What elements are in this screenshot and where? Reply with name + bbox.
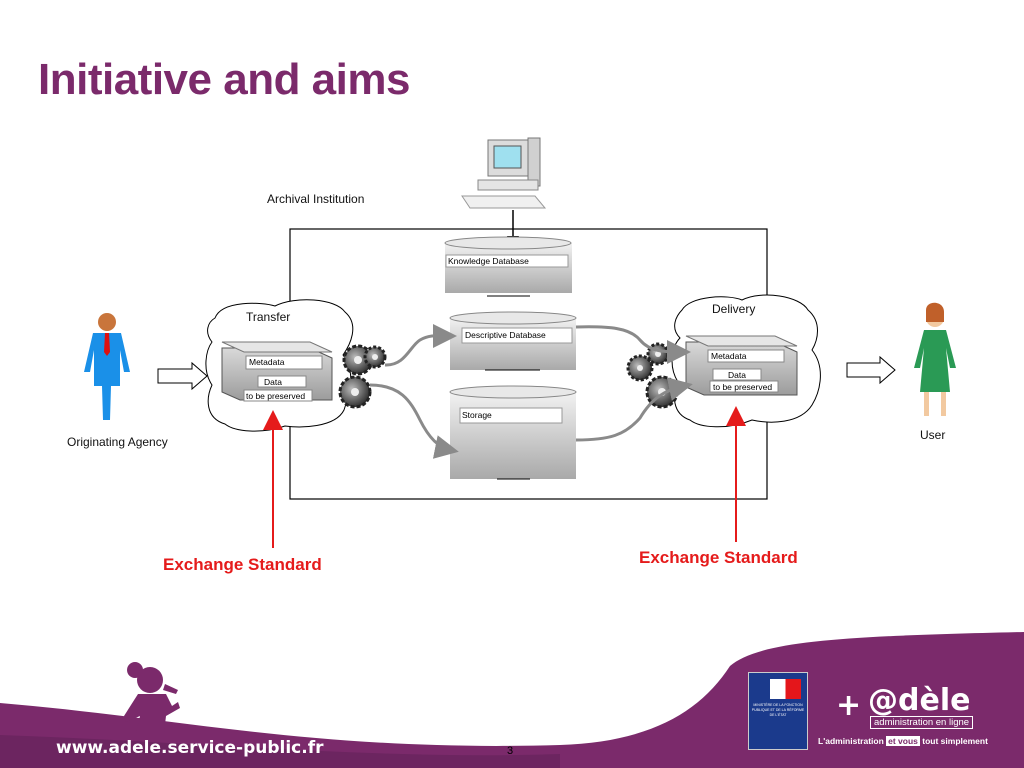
ministry-logo: MINISTÈRE DE LA FONCTION PUBLIQUE ET DE … (748, 672, 808, 750)
exchange-standard-left: Exchange Standard (163, 555, 322, 574)
transfer-data-label: Data (264, 377, 282, 387)
knowledge-database (444, 236, 572, 297)
delivery-package (685, 335, 798, 396)
french-flag-icon (755, 679, 801, 699)
tagline-highlight: et vous (886, 736, 920, 746)
tagline-start: L'administration (818, 736, 887, 746)
user-label: User (920, 428, 946, 442)
exchange-standard-right: Exchange Standard (639, 548, 798, 567)
descriptive-database (449, 311, 577, 371)
knowledge-database-label: Knowledge Database (448, 256, 529, 266)
adele-logo: @dèle (868, 683, 971, 718)
adele-plus: + (836, 688, 862, 723)
delivery-preserved-label: to be preserved (713, 382, 773, 392)
page-number: 3 (507, 745, 514, 757)
storage-database (449, 385, 577, 480)
originating-agency-label: Originating Agency (67, 435, 168, 449)
computer-icon (461, 137, 547, 209)
flow-from-descriptive (575, 325, 691, 364)
archival-institution-label: Archival Institution (267, 192, 365, 206)
flow-to-storage (369, 383, 459, 459)
originating-agency-person-icon (84, 313, 130, 420)
delivery-metadata-label: Metadata (711, 351, 747, 361)
adele-mascot-icon (124, 662, 180, 733)
slide-title: Initiative and aims (38, 55, 410, 104)
arrow-delivery-to-user (846, 355, 896, 385)
transfer-preserved-label: to be preserved (246, 391, 306, 401)
delivery-data-label: Data (728, 370, 746, 380)
tagline-end: tout simplement (919, 736, 988, 746)
delivery-label: Delivery (712, 302, 756, 316)
delivery-gears-icon (626, 342, 679, 409)
descriptive-database-label: Descriptive Database (465, 330, 546, 340)
transfer-gears-icon (338, 344, 387, 409)
adele-tagline: L'administration et vous tout simplement (818, 736, 988, 746)
arrow-agency-to-transfer (157, 361, 208, 391)
footer-url-link[interactable]: www.adele.service-public.fr (56, 738, 324, 758)
ministry-text: MINISTÈRE DE LA FONCTION PUBLIQUE ET DE … (751, 703, 805, 717)
flow-to-descriptive (384, 323, 457, 367)
storage-label: Storage (462, 410, 492, 420)
user-person-icon (914, 302, 956, 416)
transfer-label: Transfer (246, 310, 291, 324)
flow-from-storage (575, 377, 693, 442)
transfer-metadata-label: Metadata (249, 357, 285, 367)
adele-subtitle: administration en ligne (870, 716, 974, 729)
transfer-package (221, 341, 333, 402)
